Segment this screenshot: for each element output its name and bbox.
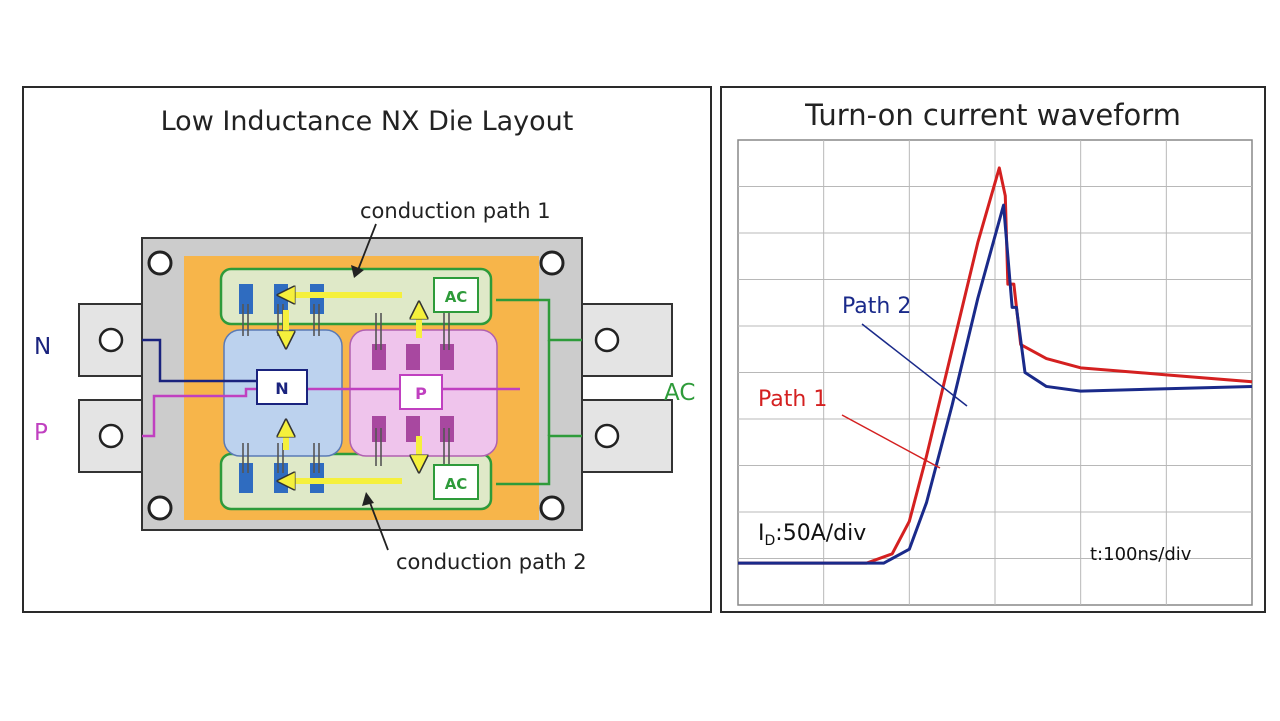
callout-line-2 <box>368 499 389 551</box>
ac-connection-line-top <box>496 298 582 342</box>
path-2-label: Path 2 <box>842 294 911 319</box>
y-scale-label: ID:50A/div <box>758 521 866 549</box>
series-lines <box>738 166 1253 565</box>
terminal-n-label: N <box>34 334 51 360</box>
path-1-leader-line <box>841 414 941 469</box>
chart-grid <box>738 140 1252 605</box>
p-pad-label: P <box>415 384 427 403</box>
ac-pad-top-label: AC <box>445 288 468 306</box>
mounting-hole-icon <box>147 250 173 276</box>
mounting-hole-icon <box>539 250 565 276</box>
ac-pad-bottom <box>433 464 479 500</box>
screw-hole-icon <box>98 327 124 353</box>
screw-hole-icon <box>98 423 124 449</box>
terminal-connections <box>142 298 582 486</box>
callout-line-1 <box>357 223 377 271</box>
ac-connection-line-bottom <box>496 434 582 486</box>
terminal-p-label: P <box>34 420 48 446</box>
series-line-path-2 <box>738 203 1253 565</box>
mounting-hole-icon <box>147 495 173 521</box>
conduction-path-1-label: conduction path 1 <box>360 199 551 223</box>
ac-pad-top <box>433 277 479 313</box>
callout-arrow-icon <box>362 492 374 506</box>
terminal-ac-label: AC <box>664 380 695 406</box>
path-1-label: Path 1 <box>758 387 827 412</box>
ac-pad-bottom-label: AC <box>445 475 468 493</box>
current-path-arrows <box>286 295 419 481</box>
die-layout-panel: Low Inductance NX Die Layout <box>22 86 712 613</box>
screw-hole-icon <box>594 327 620 353</box>
callout-arrow-icon <box>351 265 364 278</box>
x-scale-label: t:100ns/div <box>1090 544 1192 565</box>
n-pad-label: N <box>275 379 288 398</box>
waveform-title: Turn-on current waveform <box>805 98 1181 132</box>
die-layout-svg: N P AC AC conduction path 1 conduction p… <box>34 199 695 574</box>
screw-hole-icon <box>594 423 620 449</box>
conduction-path-2-label: conduction path 2 <box>396 550 587 574</box>
path-2-leader-line <box>861 323 968 407</box>
n-connection-line <box>142 338 262 383</box>
series-line-path-1 <box>738 166 1253 565</box>
p-pad <box>399 374 443 410</box>
die-layout-title: Low Inductance NX Die Layout <box>160 106 574 137</box>
mounting-hole-icon <box>539 495 565 521</box>
n-pad <box>256 369 308 405</box>
waveform-panel: Turn-on current waveform Path 2 Path 1 I… <box>720 86 1266 613</box>
waveform-chart: Path 2 Path 1 ID:50A/div t:100ns/div <box>737 139 1253 606</box>
